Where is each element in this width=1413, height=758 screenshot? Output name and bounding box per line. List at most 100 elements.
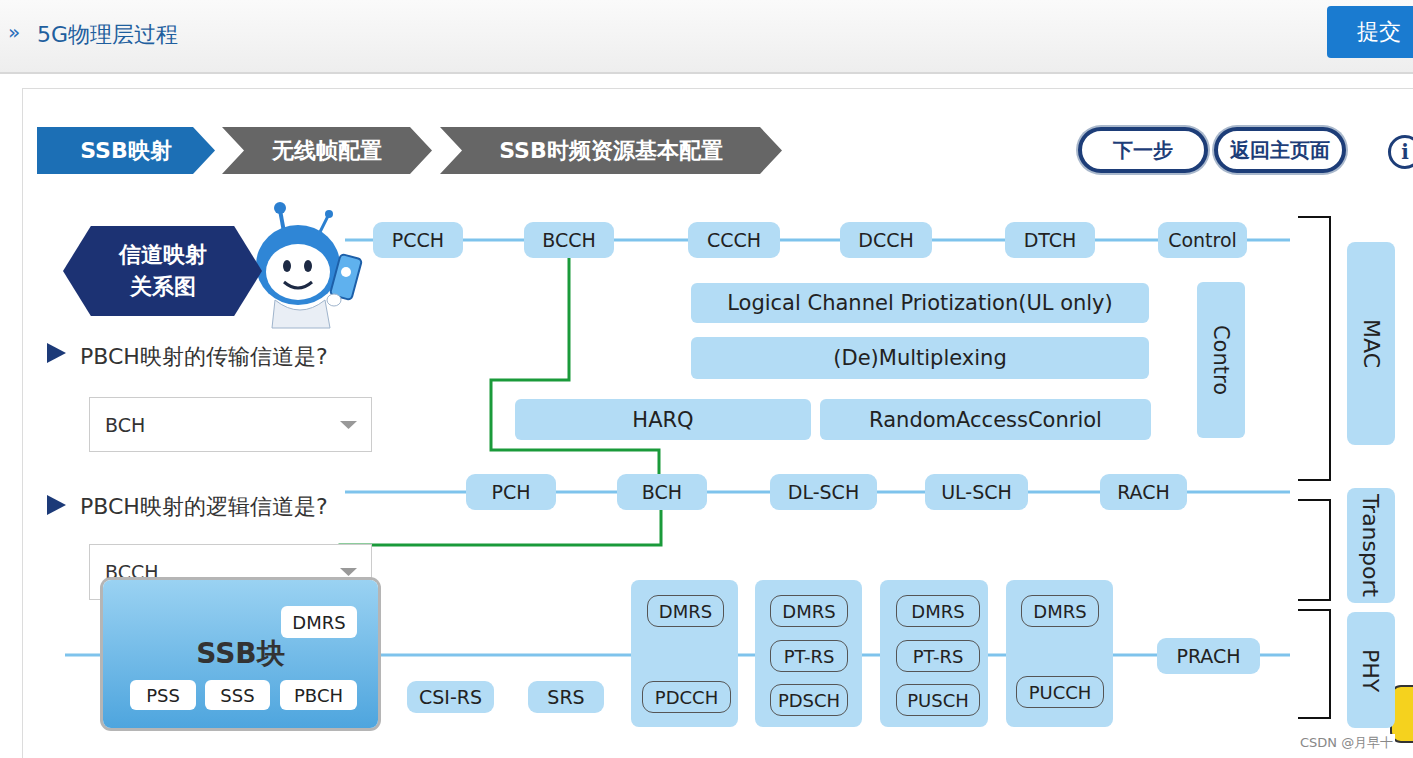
signal-box: SRS bbox=[528, 681, 604, 713]
channel-group: DMRS PT-RS PDSCH bbox=[755, 580, 862, 727]
signal-box: SSS bbox=[205, 680, 270, 710]
node-text: PSS bbox=[146, 685, 180, 706]
question-text: PBCH映射的传输信道是? bbox=[80, 342, 328, 372]
breadcrumb-icon: » bbox=[8, 20, 20, 44]
mac-function-box: (De)Multiplexing bbox=[691, 337, 1149, 379]
signal-chip: PDCCH bbox=[642, 681, 731, 713]
node-text: 返回主页面 bbox=[1230, 137, 1330, 164]
node-text: 提交 bbox=[1357, 17, 1401, 47]
layer-band: Transport bbox=[1347, 488, 1395, 603]
signal-box: PBCH bbox=[280, 680, 357, 710]
node-text: DMRS bbox=[292, 612, 345, 633]
node-text: SRS bbox=[547, 686, 584, 708]
mac-function-box: Contro bbox=[1197, 282, 1245, 438]
signal-chip: PUSCH bbox=[896, 684, 980, 716]
node-text: BCCH bbox=[542, 229, 596, 251]
node-text: 下一步 bbox=[1113, 137, 1173, 164]
layer-band: MAC bbox=[1347, 242, 1395, 445]
node-text: BCH bbox=[105, 414, 145, 436]
channel-box: PCH bbox=[466, 474, 556, 510]
signal-chip: PDSCH bbox=[770, 684, 848, 716]
channel-box: PRACH bbox=[1157, 638, 1260, 674]
page-title: 5G物理层过程 bbox=[37, 20, 178, 50]
step-tab: SSB时频资源基本配置 bbox=[440, 127, 782, 174]
channel-box: Control bbox=[1158, 222, 1247, 258]
signal-chip: PT-RS bbox=[770, 640, 848, 672]
question-text: PBCH映射的逻辑信道是? bbox=[80, 492, 328, 522]
channel-box: DCCH bbox=[840, 222, 932, 258]
node-text: SSB映射 bbox=[80, 136, 171, 166]
node-text: RACH bbox=[1117, 481, 1170, 503]
channel-box: DTCH bbox=[1005, 222, 1095, 258]
robot-mascot bbox=[256, 202, 362, 328]
node-text: Contro bbox=[1209, 325, 1233, 395]
node-text: DMRS bbox=[1033, 601, 1086, 622]
select-box: BCH bbox=[89, 397, 372, 452]
mac-function-box: Logical Channel Priotization(UL only) bbox=[691, 283, 1149, 323]
ssb-block: SSB块 DMRS PSS SSS PBCH bbox=[103, 580, 378, 728]
node-text: PCH bbox=[491, 481, 530, 503]
node-text: DMRS bbox=[911, 601, 964, 622]
node-text: Control bbox=[1168, 229, 1237, 251]
node-text: PT-RS bbox=[913, 646, 964, 667]
node-text: PDSCH bbox=[778, 690, 840, 711]
node-text: PT-RS bbox=[784, 646, 835, 667]
node-text: DTCH bbox=[1024, 229, 1077, 251]
mapping-line bbox=[491, 258, 659, 474]
node-text: 无线帧配置 bbox=[272, 136, 382, 166]
mac-function-box: HARQ bbox=[515, 399, 811, 440]
signal-chip: DMRS bbox=[1021, 595, 1099, 627]
channel-group: DMRS PUCCH bbox=[1006, 580, 1113, 727]
node-text: PHY bbox=[1359, 648, 1384, 691]
node-text: UL-SCH bbox=[941, 481, 1012, 503]
node-text: PUCCH bbox=[1029, 682, 1092, 703]
bullet-triangle bbox=[47, 495, 66, 515]
channel-group: DMRS PT-RS PUSCH bbox=[880, 580, 988, 727]
signal-chip: PUCCH bbox=[1016, 676, 1104, 708]
node-text: PUSCH bbox=[907, 690, 969, 711]
node-text: PCCH bbox=[392, 229, 444, 251]
header-bar bbox=[0, 0, 1413, 74]
channel-group: DMRS PDCCH bbox=[631, 580, 738, 727]
node-text: PRACH bbox=[1176, 645, 1240, 667]
step-tab: 无线帧配置 bbox=[222, 127, 432, 174]
node-text: SSS bbox=[220, 685, 254, 706]
channel-box: DL-SCH bbox=[770, 474, 877, 510]
signal-box: CSI-RS bbox=[407, 681, 494, 713]
nav-button: 返回主页面 bbox=[1214, 127, 1346, 173]
signal-chip: DMRS bbox=[770, 595, 848, 627]
node-text: DCCH bbox=[858, 229, 913, 251]
channel-box: BCH bbox=[617, 474, 707, 510]
node-text: SSB块 bbox=[196, 635, 284, 673]
watermark: CSDN @月早十 bbox=[1298, 734, 1395, 752]
signal-chip: PT-RS bbox=[896, 640, 980, 672]
node-text: PDCCH bbox=[655, 687, 718, 708]
node-text: CSI-RS bbox=[419, 686, 482, 708]
node-text: BCH bbox=[642, 481, 682, 503]
node-text: DMRS bbox=[782, 601, 835, 622]
node-text: 信道映射 关系图 bbox=[108, 239, 218, 303]
signal-box: DMRS bbox=[281, 606, 357, 638]
signal-chip: DMRS bbox=[647, 595, 724, 627]
channel-box: CCCH bbox=[688, 222, 780, 258]
node-text: RandomAccessConriol bbox=[869, 408, 1102, 432]
node-text: CCCH bbox=[707, 229, 761, 251]
node-text: Logical Channel Priotization(UL only) bbox=[727, 291, 1113, 315]
channel-box: RACH bbox=[1100, 474, 1187, 510]
nav-button: 下一步 bbox=[1078, 127, 1208, 173]
title-badge: 信道映射 关系图 bbox=[63, 226, 262, 316]
bullet-triangle bbox=[47, 343, 66, 363]
node-text: SSB时频资源基本配置 bbox=[499, 136, 722, 166]
layer-band: PHY bbox=[1347, 612, 1395, 728]
channel-box: BCCH bbox=[524, 222, 614, 258]
node-text: HARQ bbox=[632, 408, 693, 432]
step-tab: SSB映射 bbox=[37, 127, 215, 174]
node-text: Transport bbox=[1359, 494, 1384, 597]
node-text: DMRS bbox=[659, 601, 712, 622]
mapping-line bbox=[340, 510, 661, 580]
signal-chip: DMRS bbox=[896, 595, 980, 627]
signal-box: PSS bbox=[130, 680, 196, 710]
node-text: (De)Multiplexing bbox=[833, 346, 1006, 370]
mac-function-box: RandomAccessConriol bbox=[820, 399, 1151, 440]
node-text: DL-SCH bbox=[788, 481, 859, 503]
